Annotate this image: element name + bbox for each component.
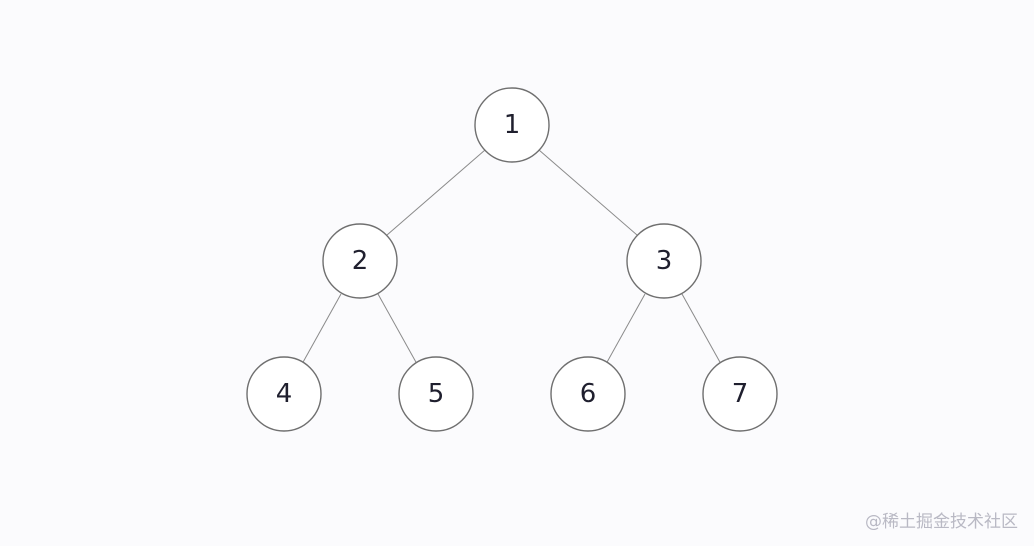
node-label: 6 — [580, 379, 597, 409]
node-label: 5 — [428, 379, 445, 409]
watermark-text: @稀土掘金技术社区 — [865, 512, 1018, 532]
edge-2-5 — [377, 293, 418, 365]
edge-2-4 — [301, 293, 342, 365]
tree-node-5: 5 — [398, 356, 474, 432]
node-label: 7 — [732, 379, 749, 409]
edge-1-2 — [386, 149, 486, 236]
tree-node-4: 4 — [246, 356, 322, 432]
node-label: 3 — [656, 246, 673, 276]
node-label: 1 — [504, 110, 521, 140]
tree-node-1: 1 — [474, 87, 550, 163]
edge-3-6 — [605, 293, 646, 365]
node-label: 4 — [276, 379, 293, 409]
tree-node-6: 6 — [550, 356, 626, 432]
tree-node-2: 2 — [322, 223, 398, 299]
tree-node-3: 3 — [626, 223, 702, 299]
node-label: 2 — [352, 246, 369, 276]
edge-3-7 — [681, 293, 722, 365]
edge-1-3 — [538, 149, 638, 236]
tree-node-7: 7 — [702, 356, 778, 432]
